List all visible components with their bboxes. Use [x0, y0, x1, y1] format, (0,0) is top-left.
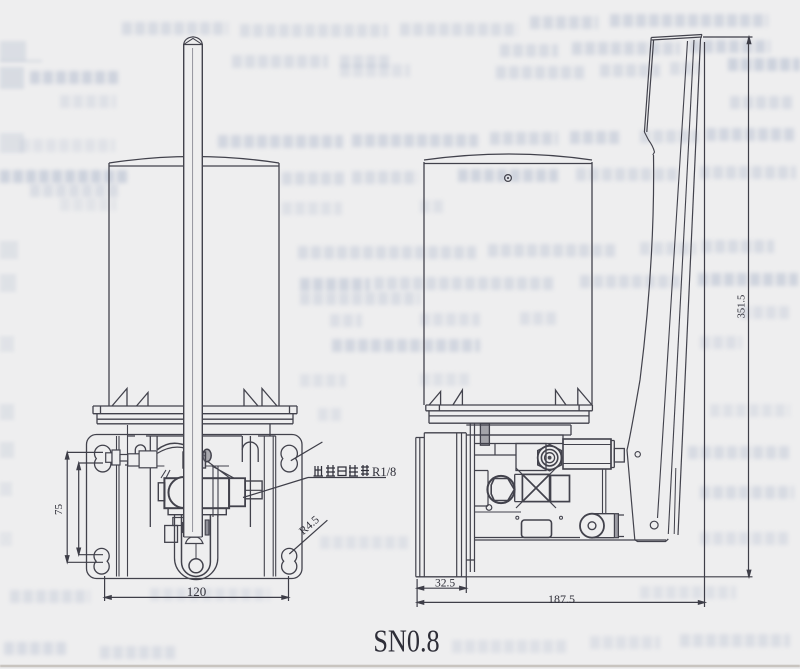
svg-text:R4.5: R4.5 — [297, 514, 322, 538]
svg-text:R1/8: R1/8 — [372, 465, 396, 479]
svg-text:75: 75 — [53, 504, 65, 516]
svg-text:187.5: 187.5 — [548, 592, 575, 606]
svg-text:SN0.8: SN0.8 — [373, 624, 439, 659]
svg-text:351.5: 351.5 — [737, 295, 748, 319]
svg-text:32.5: 32.5 — [435, 578, 455, 590]
svg-text:120: 120 — [187, 584, 207, 599]
